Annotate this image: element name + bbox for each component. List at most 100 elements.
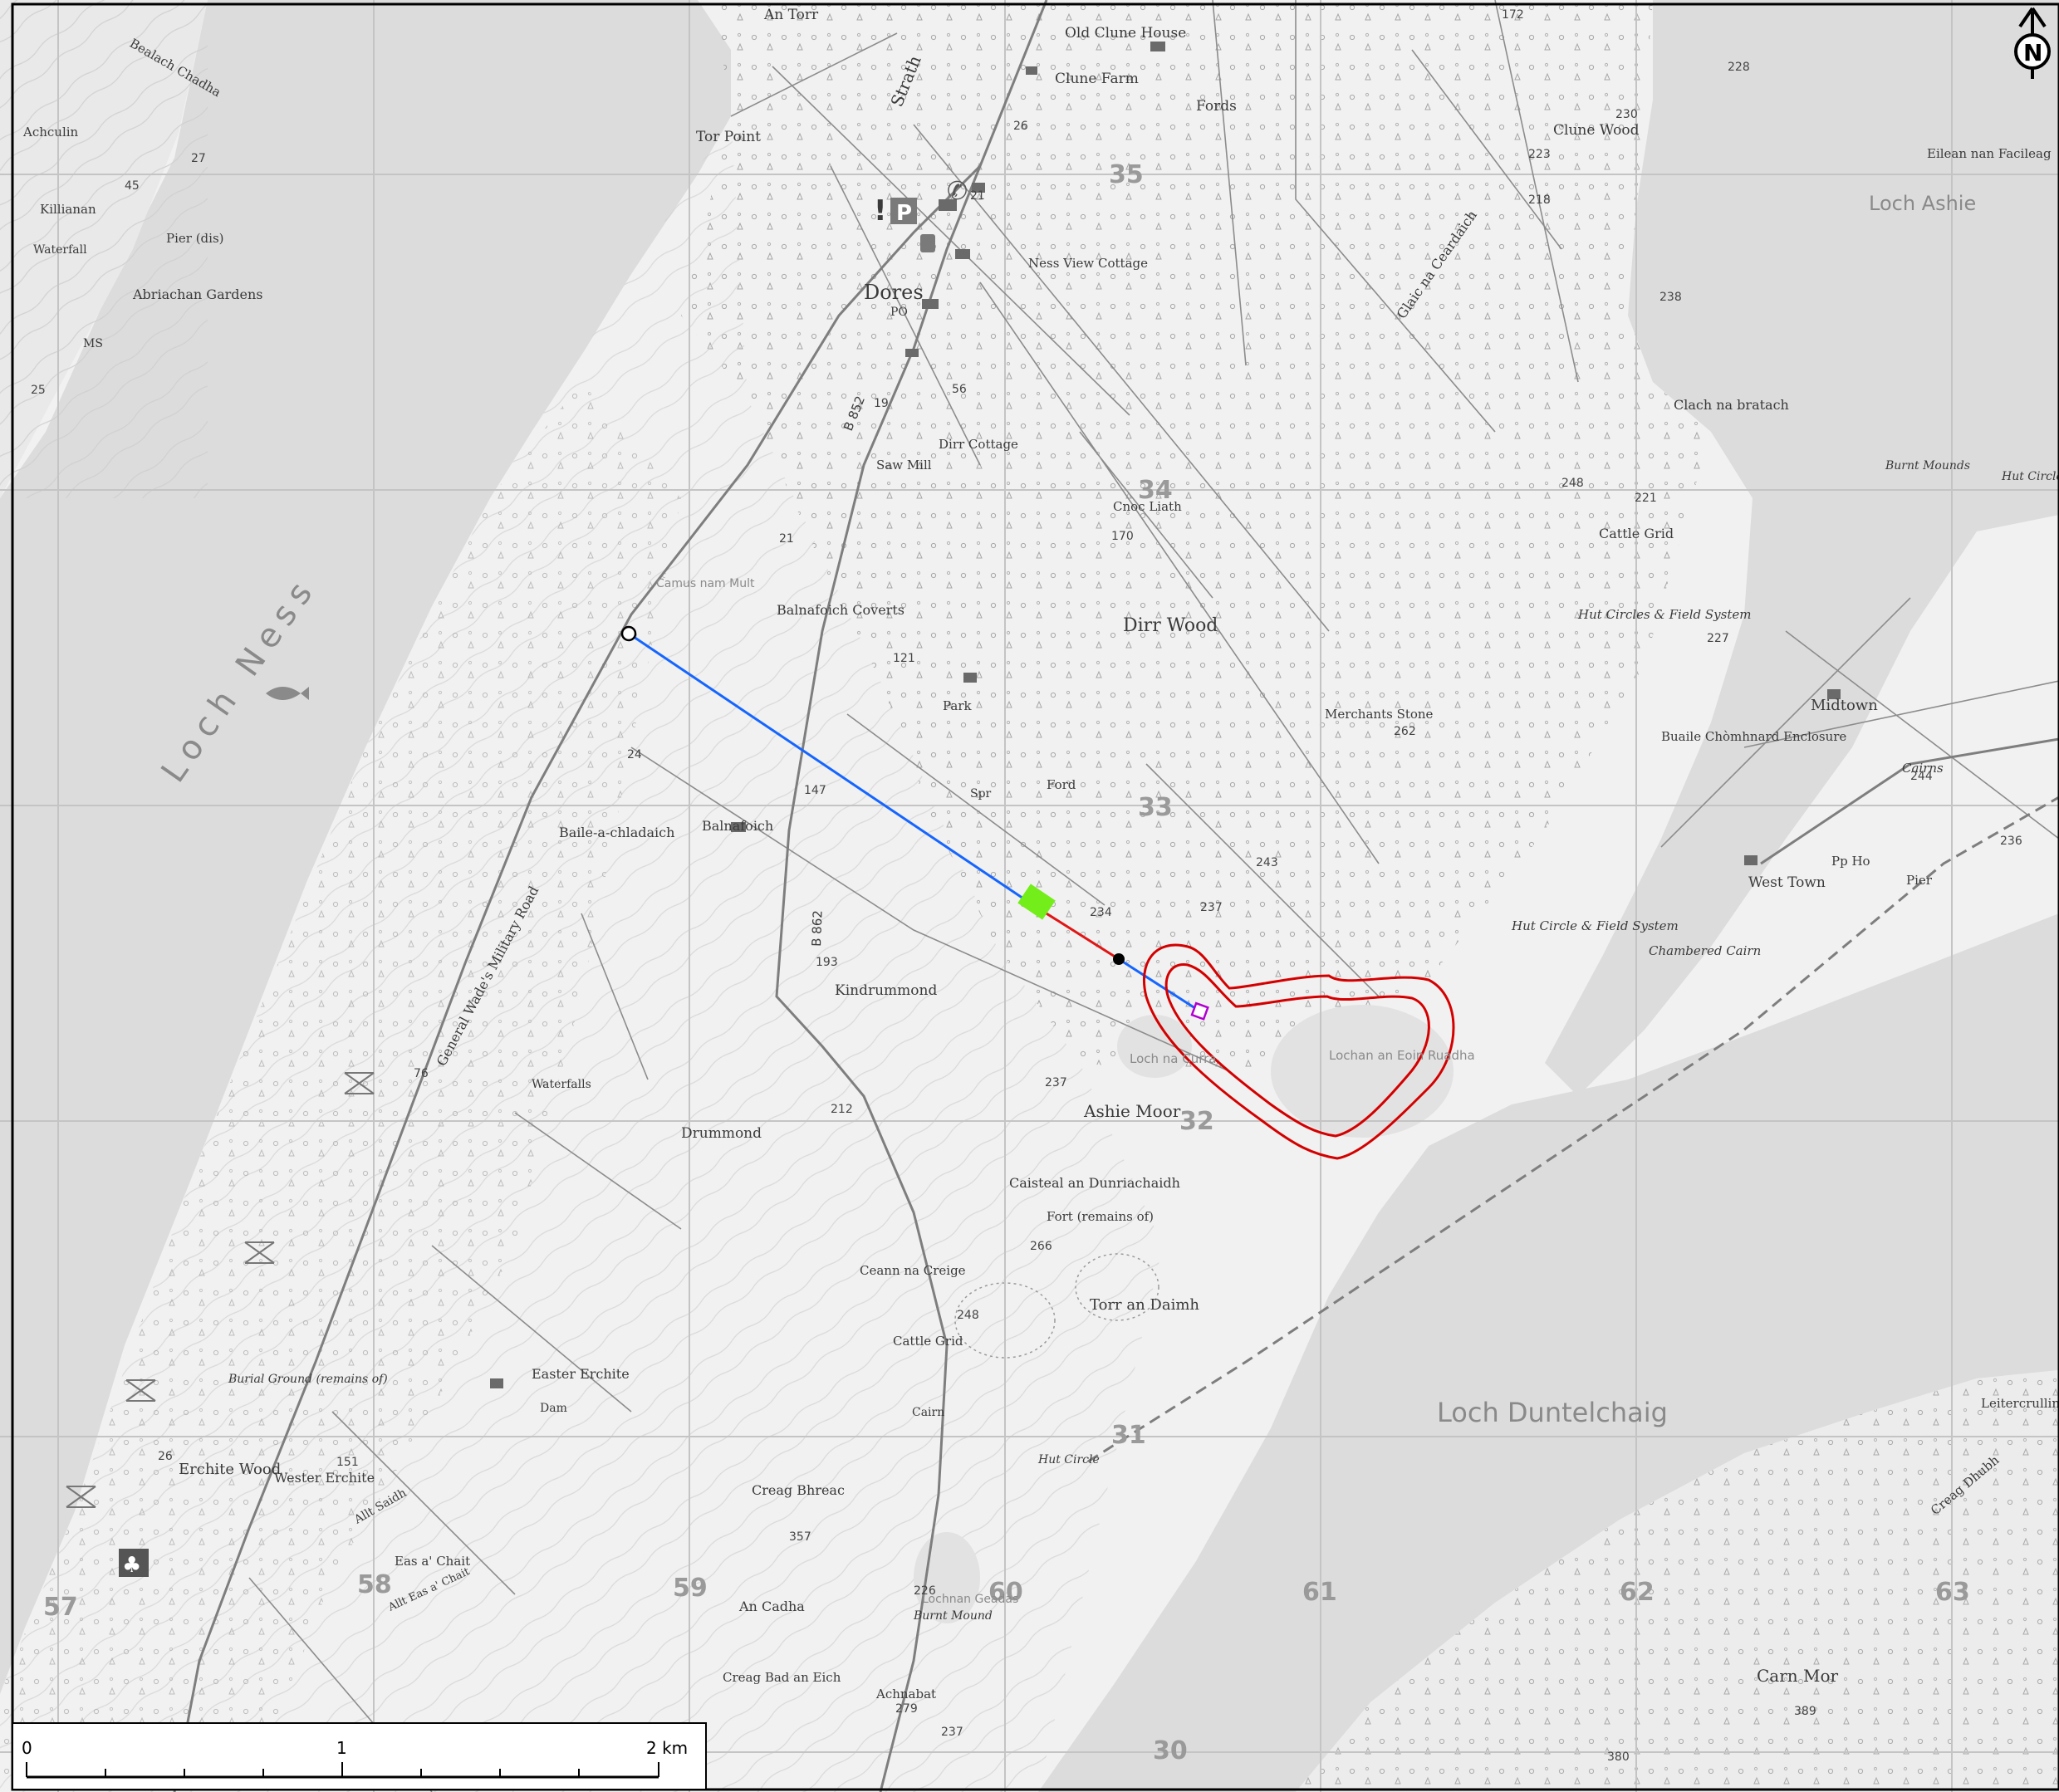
- place-label-dores: Dores: [864, 281, 924, 304]
- north-arrow-icon: N: [2014, 7, 2051, 79]
- place-label: Dirr Cottage: [939, 437, 1018, 452]
- grid-label: 35: [1109, 160, 1144, 189]
- picnic-site-icon: [119, 1549, 149, 1577]
- spot-height: 24: [627, 748, 642, 761]
- place-label: Erchite Wood: [179, 1461, 281, 1478]
- spot-height: 223: [1528, 148, 1551, 161]
- place-label: Burnt Mounds: [1885, 459, 1970, 472]
- fish-icon: [266, 687, 309, 700]
- place-label: Clune Farm: [1055, 71, 1139, 87]
- spot-height: 279: [895, 1702, 918, 1716]
- spot-height: 151: [336, 1456, 359, 1469]
- place-label: Leitercrullin: [1981, 1396, 2059, 1411]
- place-label: Cnoc Liath: [1113, 499, 1182, 514]
- spot-height: 237: [941, 1726, 963, 1739]
- place-label: Ceann na Creige: [860, 1263, 966, 1278]
- place-label: Pier: [1906, 873, 1933, 888]
- spot-height: 221: [1635, 492, 1657, 505]
- place-label: Baile-a-chladaich: [559, 825, 674, 840]
- place-label: Caisteal an Dunriachaidh: [1009, 1175, 1180, 1191]
- place-label: Creag Bhreac: [752, 1482, 845, 1498]
- spot-height: 170: [1111, 530, 1134, 543]
- spot-height: 237: [1045, 1076, 1067, 1089]
- road-label-b862: B 862: [809, 910, 826, 947]
- picnic-site-icon-glyph: ♣: [122, 1553, 141, 1578]
- grid-label: 60: [988, 1578, 1023, 1607]
- place-label: Killianan: [40, 202, 96, 217]
- site-boundary-inner: [1164, 963, 1430, 1138]
- place-label: Hut Circle: [1037, 1453, 1100, 1466]
- route-line-red: [1032, 903, 1120, 961]
- place-label: PO: [890, 306, 908, 319]
- place-label: Ford: [1047, 777, 1076, 792]
- loch-na-curra: [1117, 1015, 1192, 1078]
- place-label: Balnafoich Coverts: [777, 602, 904, 618]
- spot-height: 357: [789, 1530, 811, 1544]
- spot-height: 212: [831, 1103, 853, 1116]
- water-label-loch-duntelchaig: Loch Duntelchaig: [1437, 1397, 1668, 1428]
- grid-label: 32: [1179, 1107, 1214, 1136]
- spot-height: 380: [1607, 1750, 1630, 1764]
- spot-height: 230: [1615, 108, 1638, 121]
- place-label: Kindrummond: [835, 982, 937, 999]
- place-label: West Town: [1748, 874, 1826, 891]
- spot-height: 234: [1090, 906, 1112, 919]
- spot-height: 21: [970, 189, 985, 203]
- place-label: Old Clune House: [1065, 25, 1186, 42]
- water-label-lochan: Lochan an Eoin Ruadha: [1329, 1048, 1475, 1063]
- fuel-icon: [920, 234, 935, 252]
- place-label: Achculin: [22, 125, 79, 140]
- water-label-lochnan-geadas: Lochnan Geadas: [922, 1593, 1018, 1606]
- grid-label: 34: [1138, 476, 1173, 505]
- place-label: Waterfalls: [532, 1078, 591, 1091]
- spot-height: 27: [191, 152, 206, 165]
- grid-label: 57: [43, 1593, 78, 1622]
- place-label: Eas a' Chait: [395, 1554, 470, 1569]
- place-label: Drummond: [681, 1125, 762, 1142]
- tourist-symbols: ! P ✆ ♣: [119, 177, 968, 1578]
- spot-height: 266: [1030, 1240, 1052, 1253]
- loch-ashie-water: [1545, 0, 2059, 1096]
- place-label: Eilean nan Facileag: [1927, 146, 2052, 161]
- site-boundary-outer: [1142, 943, 1455, 1160]
- place-label: Hut Circles & Field System: [1577, 607, 1751, 622]
- parking-icon: [890, 198, 917, 224]
- place-label: Cairn: [912, 1406, 944, 1419]
- place-label: MS: [83, 337, 103, 350]
- route-line-blue-north: [628, 632, 1034, 907]
- place-label: Ness View Cottage: [1028, 256, 1148, 271]
- place-label: Merchants Stone: [1325, 707, 1434, 722]
- scale-bar-label-start: 0: [22, 1738, 32, 1758]
- place-label: Camus nam Mult: [656, 577, 755, 590]
- place-label: Tor Point: [696, 129, 761, 145]
- place-label: Fort (remains of): [1047, 1209, 1154, 1224]
- spot-height: 45: [125, 179, 140, 193]
- place-label: Fords: [1196, 98, 1237, 115]
- navigation-markers: [66, 1072, 375, 1508]
- route-start-marker: [620, 625, 637, 642]
- spot-height: 389: [1794, 1705, 1816, 1718]
- place-labels: An Torr Old Clune House Clune Farm Fords…: [22, 7, 2059, 1701]
- grid-label: 33: [1138, 793, 1173, 822]
- place-label: Clach na bratach: [1674, 397, 1789, 413]
- place-label: Cattle Grid: [893, 1334, 963, 1349]
- spot-height: 238: [1659, 291, 1682, 304]
- grid-label: 59: [673, 1574, 708, 1603]
- place-label: Hut Circle & Field System: [1511, 918, 1679, 933]
- place-label: Wester Erchite: [274, 1470, 375, 1486]
- route-line-blue-south: [1118, 957, 1201, 1013]
- place-label: Achnabat: [875, 1687, 936, 1701]
- place-label: Cattle Grid: [1599, 526, 1674, 541]
- place-label: Pier (dis): [166, 231, 224, 246]
- place-label: Creag Bad an Eich: [723, 1670, 841, 1685]
- spot-height: 19: [874, 397, 889, 410]
- grid-label: 61: [1302, 1578, 1337, 1607]
- spot-height: 227: [1707, 632, 1729, 645]
- spot-height: 218: [1528, 193, 1551, 207]
- place-label: Burial Ground (remains of): [228, 1373, 388, 1386]
- spot-height: 248: [957, 1309, 979, 1322]
- water-label-loch-na-curra: Loch na Curra: [1130, 1051, 1217, 1066]
- spot-height: 147: [804, 784, 826, 797]
